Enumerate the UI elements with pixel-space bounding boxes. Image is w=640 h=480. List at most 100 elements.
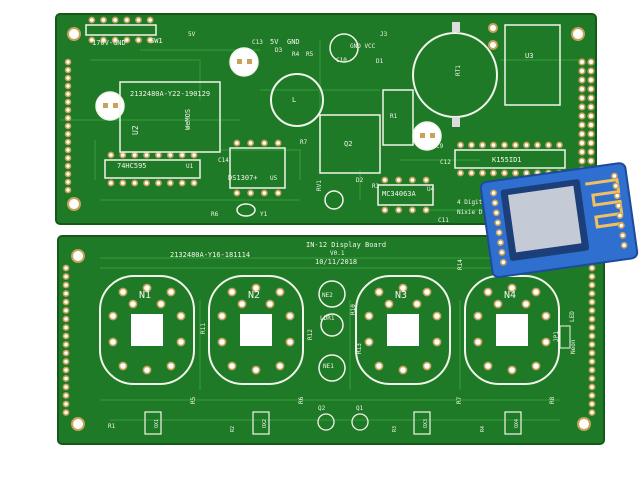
solder-pad	[274, 189, 282, 197]
solder-pad	[578, 103, 586, 111]
tube-label: N3	[395, 290, 407, 301]
solder-pad	[490, 141, 497, 149]
solder-pad	[587, 67, 595, 75]
solder-pad	[588, 392, 596, 399]
solder-pad	[64, 82, 72, 90]
solder-pad	[587, 148, 595, 156]
solder-pad	[473, 311, 483, 321]
solder-pad	[493, 299, 503, 309]
solder-pad	[131, 151, 139, 159]
solder-pad	[176, 311, 186, 321]
label-jp1: JP1	[553, 331, 560, 342]
solder-pad	[62, 273, 70, 280]
svg-text:OX1: OX1	[154, 419, 160, 428]
label-q2: Q2	[344, 140, 352, 148]
solder-pad	[88, 36, 96, 44]
solder-pad	[64, 58, 72, 66]
tube-label: N2	[248, 290, 260, 301]
mount-hole	[67, 27, 81, 41]
label-u4: U4	[427, 186, 435, 193]
solder-pad	[247, 139, 255, 147]
bottom-pcb: IN-12 Display Board V0.1 10/11/2018 2132…	[57, 235, 605, 445]
solder-pad	[166, 179, 174, 187]
board-date: 10/11/2018	[315, 258, 357, 266]
label-r6: R6	[298, 396, 305, 404]
optocoupler-footprint: OX4	[504, 411, 522, 435]
socket-cutout	[240, 314, 272, 346]
label-r3-bottom: R3	[392, 426, 398, 432]
solder-pad	[62, 392, 70, 399]
solder-pad	[531, 361, 541, 371]
label-r5: R5	[190, 396, 197, 404]
solder-pad	[123, 16, 131, 24]
solder-pad	[617, 222, 625, 229]
solder-pad	[143, 151, 150, 159]
label-hv: 170V-GND	[92, 39, 126, 47]
label-sw1: SW1	[150, 37, 163, 45]
solder-pad	[541, 337, 551, 347]
solder-pad	[62, 324, 70, 331]
solder-pad	[507, 365, 517, 375]
label-ne1: NE1	[323, 363, 334, 370]
mount-hole	[488, 23, 498, 33]
board-title: IN-12 Display Board	[306, 241, 386, 249]
solder-pad	[247, 189, 255, 197]
solder-pad	[473, 337, 483, 347]
ic-footprints	[85, 16, 566, 214]
solder-pad	[381, 176, 389, 184]
tube-label: N1	[139, 290, 151, 301]
label-u5: U5	[270, 175, 278, 182]
label-gnd-vcc: GND VCC	[350, 43, 376, 50]
solder-pad	[523, 169, 530, 177]
capacitor-pad	[452, 22, 460, 32]
label-r14: R14	[457, 259, 464, 270]
solder-pad	[275, 287, 285, 297]
label-j3: J3	[380, 31, 388, 38]
solder-pad	[156, 299, 166, 309]
trimmer-outline	[324, 190, 344, 210]
solder-pad	[178, 179, 186, 187]
solder-pad	[227, 287, 237, 297]
solder-pad	[123, 36, 131, 44]
label-c11: C11	[438, 217, 449, 224]
mount-hole	[577, 417, 591, 431]
solder-pad	[155, 151, 162, 159]
solder-pad	[512, 141, 519, 149]
solder-pad	[131, 179, 139, 187]
solder-pad	[588, 349, 596, 357]
solder-pad	[64, 130, 72, 138]
solder-pad	[578, 139, 586, 147]
solder-pad	[588, 315, 596, 323]
label-l: L	[292, 96, 296, 104]
label-r7: R7	[300, 139, 308, 146]
label-4-digit: 4 Digit	[457, 199, 483, 206]
solder-pad	[143, 179, 150, 187]
solder-pad	[217, 337, 227, 347]
solder-pad	[587, 94, 595, 102]
ic-outline	[229, 147, 286, 189]
solder-pad	[166, 287, 176, 297]
mount-hole	[571, 27, 585, 41]
label-part-number-top: 2132480A-Y22-190129	[130, 90, 210, 98]
solder-pad	[507, 283, 517, 293]
solder-pad	[588, 264, 596, 272]
solder-pad	[119, 151, 127, 159]
solder-pad	[408, 176, 416, 184]
solder-pad	[588, 307, 596, 314]
solder-pad	[62, 383, 70, 391]
solder-pad	[64, 170, 72, 178]
solder-pad	[64, 178, 72, 186]
solder-pad	[251, 365, 261, 375]
solder-pad	[587, 85, 595, 93]
solder-pad	[588, 332, 596, 340]
solder-pad	[100, 16, 107, 24]
solder-pad	[578, 112, 586, 120]
solder-pad	[620, 241, 628, 249]
solder-pad	[619, 232, 627, 239]
small-capacitor	[95, 91, 125, 121]
solder-pad	[498, 248, 506, 256]
solder-pad	[494, 219, 502, 227]
solder-pad	[588, 366, 596, 374]
solder-pad	[62, 358, 70, 365]
solder-pad	[142, 365, 152, 375]
